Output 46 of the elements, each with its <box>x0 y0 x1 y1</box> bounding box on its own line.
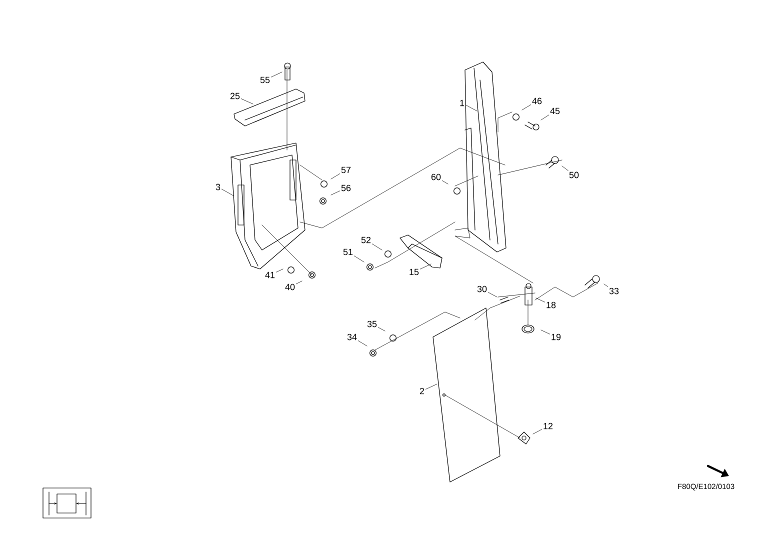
leader-line <box>540 330 550 334</box>
leader-line <box>426 384 438 390</box>
callout-number: 50 <box>569 172 579 178</box>
callout-number: 34 <box>347 334 357 340</box>
leader-line <box>536 298 545 302</box>
callout-number: 55 <box>260 76 270 84</box>
callout-number: 15 <box>410 268 419 276</box>
callout-number: 46 <box>532 98 542 104</box>
callout-number: 1 <box>460 100 464 106</box>
leader-line <box>354 256 364 262</box>
callout-number: 30 <box>477 286 487 292</box>
leader-line <box>562 166 568 171</box>
callout-number: 12 <box>544 422 553 430</box>
leader-line <box>330 174 340 180</box>
leader-line <box>222 188 234 196</box>
leader-line <box>466 104 478 112</box>
leader-line <box>330 190 340 196</box>
callout-number: 19 <box>552 334 561 340</box>
callout-number: 41 <box>265 272 275 278</box>
leader-line <box>420 264 432 270</box>
leader-line <box>540 114 549 120</box>
leader-line <box>522 104 531 110</box>
callout-number: 3 <box>216 184 220 190</box>
callout-number: 52 <box>361 236 371 244</box>
callout-number: 35 <box>367 320 377 328</box>
leader-line <box>372 244 382 250</box>
callout-number: 57 <box>341 166 351 174</box>
callout-number: 18 <box>546 302 556 308</box>
leader-line <box>358 340 368 346</box>
leader-line <box>604 284 608 287</box>
callout-number: 45 <box>550 108 560 114</box>
callout-number: 25 <box>230 92 240 100</box>
callout-number: 56 <box>341 184 351 192</box>
callout-number: 51 <box>343 248 353 256</box>
leader-line <box>488 292 498 298</box>
leader-line <box>276 268 284 272</box>
callout-number: 2 <box>420 388 424 394</box>
callout-number: 60 <box>431 174 441 180</box>
leader-line <box>378 327 386 332</box>
leader-line <box>271 72 282 78</box>
leader-line <box>241 98 254 104</box>
leader-line <box>296 280 302 284</box>
leader-line <box>532 429 542 434</box>
leader-line <box>442 180 448 184</box>
callout-number: 33 <box>609 288 619 294</box>
callout-number: 40 <box>285 284 295 290</box>
